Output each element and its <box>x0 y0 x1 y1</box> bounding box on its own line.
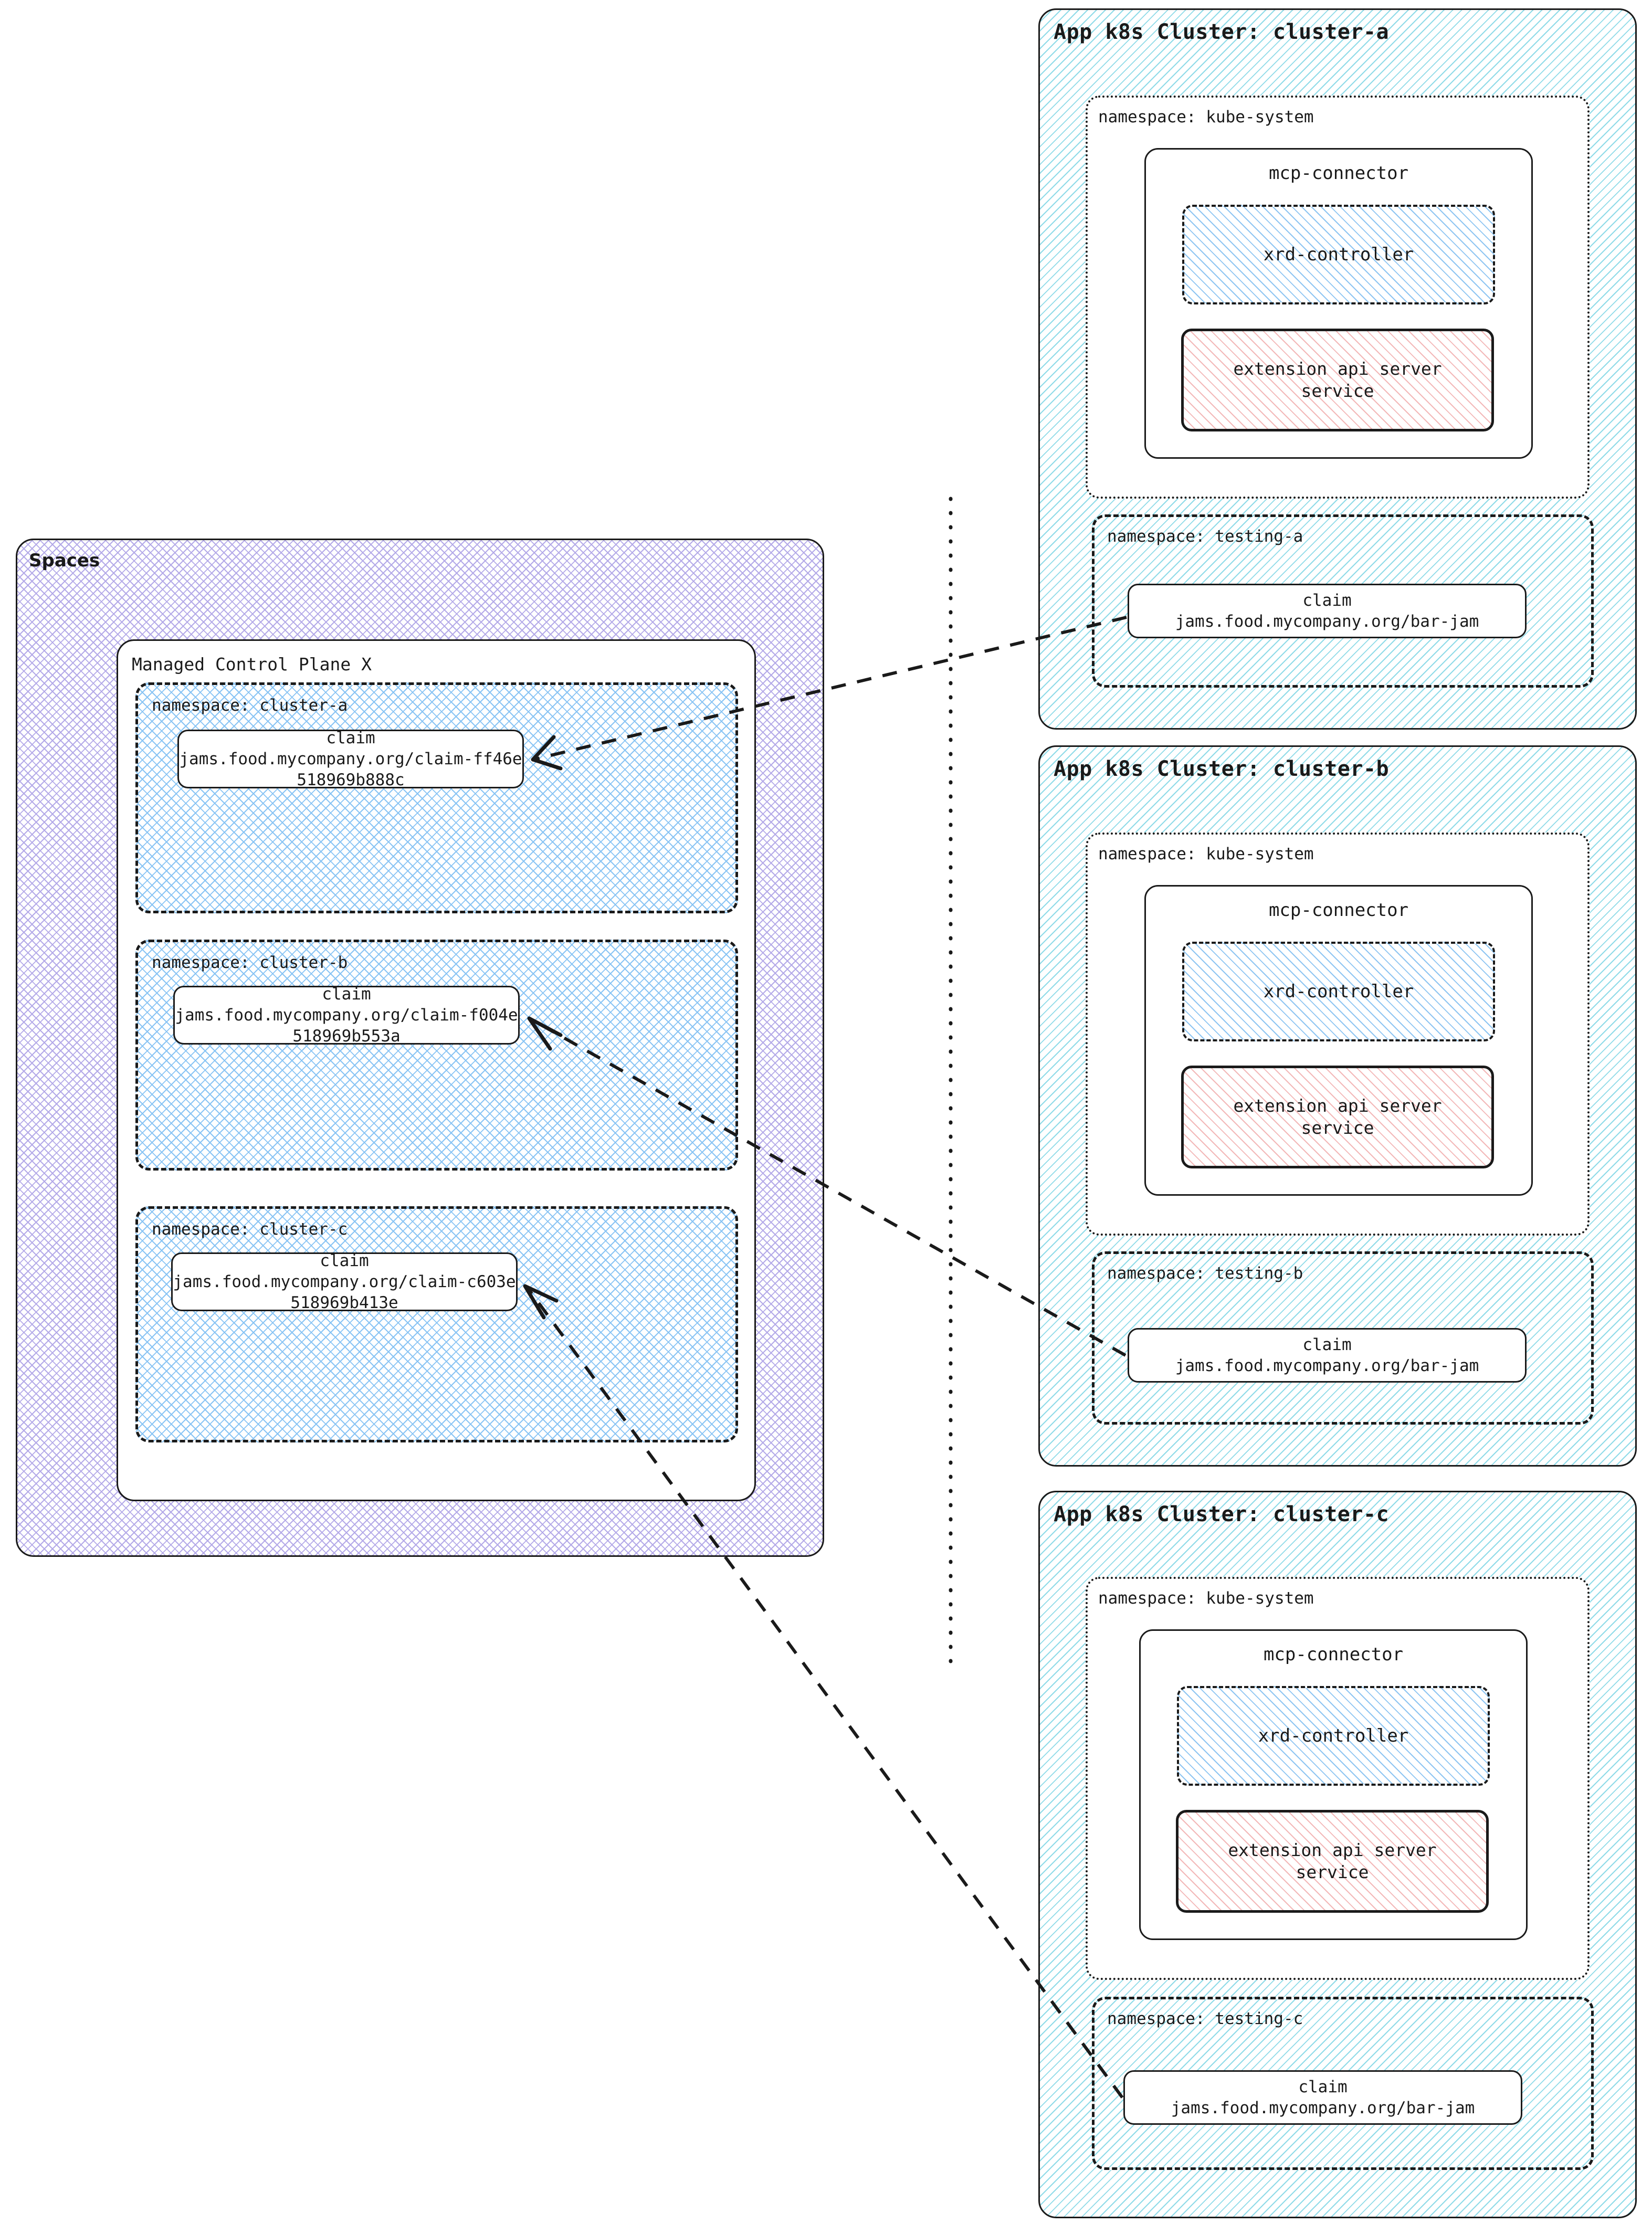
cluster-a-extension-api-server: extension api server service <box>1181 329 1494 431</box>
app-cluster-b-title: App k8s Cluster: cluster-b <box>1054 757 1390 781</box>
claim-kind: claim <box>322 984 371 1004</box>
claim-ref: jams.food.mycompany.org/bar-jam <box>1175 1356 1479 1375</box>
cluster-a-extension-api-server-label: extension api server service <box>1233 358 1442 401</box>
claim-cluster-c[interactable]: claim jams.food.mycompany.org/claim-c603… <box>171 1250 518 1314</box>
managed-control-plane-label: Managed Control Plane X <box>132 654 372 675</box>
claim-kind: claim <box>326 728 375 747</box>
cluster-a-mcp-connector-label: mcp-connector <box>1268 163 1409 184</box>
claim-cluster-a[interactable]: claim jams.food.mycompany.org/claim-ff46… <box>177 728 524 791</box>
cluster-c-mcp-connector-label: mcp-connector <box>1263 1644 1404 1665</box>
cluster-b-xrd-controller: xrd-controller <box>1182 942 1495 1041</box>
cluster-c-extension-api-server-label: extension api server service <box>1228 1839 1437 1882</box>
app-cluster-c-title: App k8s Cluster: cluster-c <box>1054 1502 1390 1526</box>
claim-kind: claim <box>320 1251 369 1270</box>
cluster-a-testing-label: namespace: testing-a <box>1107 527 1303 546</box>
claim-cluster-b-text: claim jams.food.mycompany.org/claim-f004… <box>175 984 518 1047</box>
namespace-cluster-b: namespace: cluster-b <box>135 940 738 1171</box>
cluster-a-xrd-controller-label: xrd-controller <box>1263 244 1414 265</box>
claim-ref: jams.food.mycompany.org/claim-ff46e51896… <box>179 749 522 790</box>
cluster-b-extension-api-server: extension api server service <box>1181 1066 1494 1168</box>
cluster-b-xrd-controller-label: xrd-controller <box>1263 981 1414 1002</box>
cluster-b-testing-claim[interactable]: claim jams.food.mycompany.org/bar-jam <box>1128 1328 1527 1383</box>
claim-ref: jams.food.mycompany.org/bar-jam <box>1175 612 1479 631</box>
cluster-c-xrd-controller-label: xrd-controller <box>1258 1725 1409 1746</box>
cluster-a-testing-claim[interactable]: claim jams.food.mycompany.org/bar-jam <box>1128 584 1527 638</box>
namespace-cluster-b-label: namespace: cluster-b <box>152 953 348 972</box>
cluster-c-extension-api-server: extension api server service <box>1176 1810 1489 1913</box>
namespace-cluster-a-label: namespace: cluster-a <box>152 696 348 715</box>
namespace-cluster-c-label: namespace: cluster-c <box>152 1220 348 1239</box>
claim-kind: claim <box>1298 2077 1348 2096</box>
cluster-b-testing-claim-text: claim jams.food.mycompany.org/bar-jam <box>1175 1334 1479 1377</box>
cluster-c-testing-claim[interactable]: claim jams.food.mycompany.org/bar-jam <box>1123 2070 1522 2125</box>
cluster-a-xrd-controller: xrd-controller <box>1182 205 1495 304</box>
cluster-a-kube-system-label: namespace: kube-system <box>1098 108 1314 127</box>
cluster-c-kube-system-label: namespace: kube-system <box>1098 1589 1314 1608</box>
claim-ref: jams.food.mycompany.org/bar-jam <box>1171 2099 1475 2117</box>
claim-cluster-a-text: claim jams.food.mycompany.org/claim-ff46… <box>179 728 522 791</box>
cluster-b-extension-api-server-label: extension api server service <box>1233 1095 1442 1138</box>
cluster-c-testing-claim-text: claim jams.food.mycompany.org/bar-jam <box>1171 2077 1475 2119</box>
namespace-cluster-a: namespace: cluster-a <box>135 682 738 913</box>
claim-cluster-c-text: claim jams.food.mycompany.org/claim-c603… <box>173 1250 516 1314</box>
spaces-label: Spaces <box>29 550 100 571</box>
cluster-c-xrd-controller: xrd-controller <box>1177 1686 1490 1786</box>
cluster-b-kube-system-label: namespace: kube-system <box>1098 845 1314 863</box>
claim-ref: jams.food.mycompany.org/claim-c603e51896… <box>173 1272 516 1313</box>
cluster-b-mcp-connector-label: mcp-connector <box>1268 900 1409 921</box>
cluster-a-testing-claim-text: claim jams.food.mycompany.org/bar-jam <box>1175 590 1479 633</box>
app-cluster-a-title: App k8s Cluster: cluster-a <box>1054 20 1390 44</box>
claim-cluster-b[interactable]: claim jams.food.mycompany.org/claim-f004… <box>173 984 520 1047</box>
cluster-b-testing-label: namespace: testing-b <box>1107 1264 1303 1283</box>
namespace-cluster-c: namespace: cluster-c <box>135 1206 738 1442</box>
claim-ref: jams.food.mycompany.org/claim-f004e51896… <box>175 1005 518 1046</box>
claim-kind: claim <box>1302 591 1352 610</box>
cluster-c-testing-label: namespace: testing-c <box>1107 2009 1303 2028</box>
claim-kind: claim <box>1302 1335 1352 1354</box>
